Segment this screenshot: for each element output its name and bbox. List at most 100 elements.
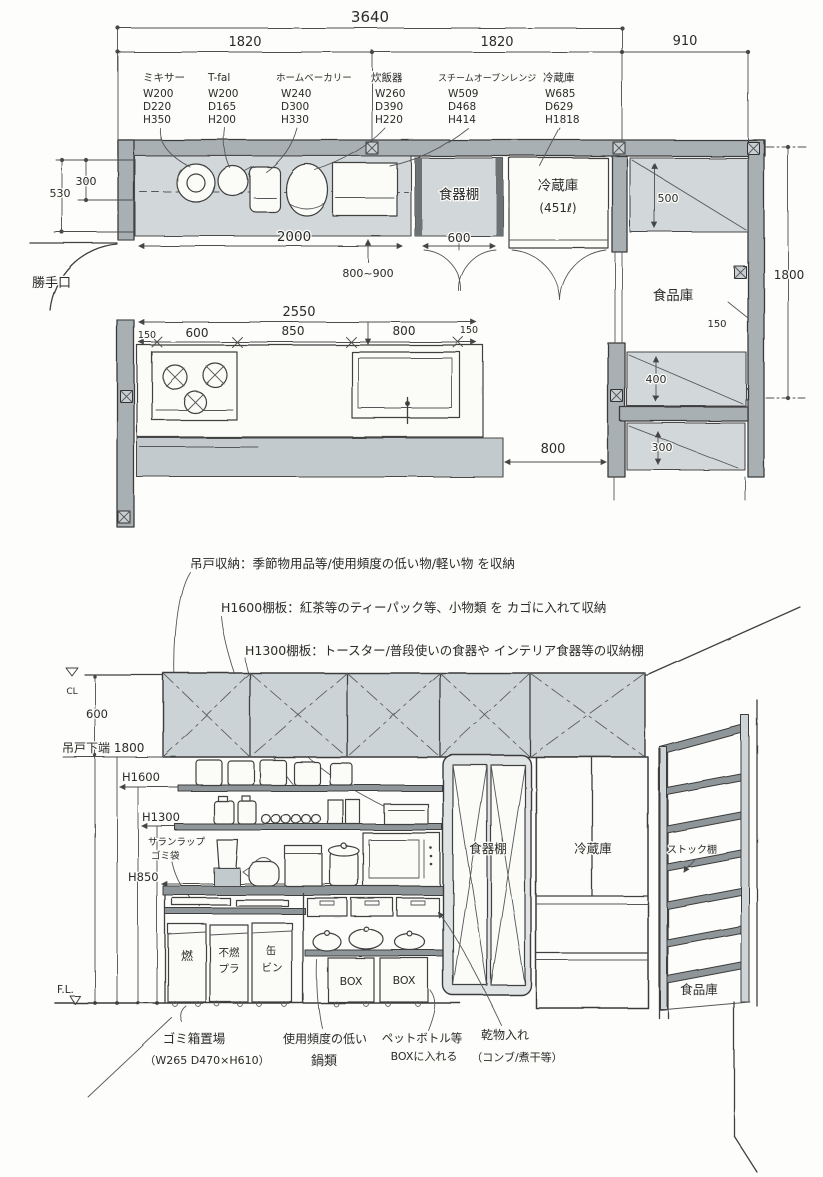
elev-kettle [242, 857, 280, 887]
level-hanging-bottom: 吊戸下端 1800 [62, 741, 144, 755]
appliance-h: H330 [281, 114, 309, 126]
appliance-d: D220 [143, 101, 171, 113]
elev-storage-box [327, 957, 375, 1007]
plan-bread-maker [249, 166, 281, 213]
plan-walls [116, 139, 766, 528]
appliance-d: D629 [545, 101, 573, 113]
level-h850: H850 [128, 870, 159, 884]
back-door-label: 勝手口 [32, 276, 71, 291]
elev-under-counter-left [164, 894, 306, 1007]
elev-trash-bin [251, 922, 293, 1007]
appliance-h: H1818 [545, 114, 580, 126]
appliance-d: D165 [208, 101, 236, 113]
plan-sink [351, 351, 461, 425]
dim-cabinet-width: 600 [448, 231, 471, 245]
note-bottles-2: BOXに入れる [391, 1050, 458, 1063]
dim-wall-top: 300 [76, 175, 97, 188]
elev-h1300-shelf [174, 795, 443, 831]
appliance-w: W260 [375, 88, 405, 100]
elev-storage-box [379, 957, 429, 1007]
elev-bottom-leaders [180, 911, 503, 1031]
note-bottles-1: ペットボトル等 [382, 1031, 463, 1045]
bin-label-cans: 缶 [266, 944, 277, 957]
note-trash-place: ゴミ箱置場 [163, 1031, 226, 1046]
note-h1300: H1300棚板：トースター/普段使いの食器や インテリア食器等の収納棚 [245, 643, 644, 658]
appliance-w: W200 [143, 88, 173, 100]
elev-pantry-label: 食品庫 [680, 982, 718, 997]
appliance-w: W685 [545, 88, 575, 100]
plan-rice-cooker [285, 163, 329, 217]
bin-label-plastic: プラ [219, 963, 240, 975]
dim-island-seg5: 150 [460, 325, 478, 336]
appliance-name: T-fal [207, 72, 230, 84]
plan-pantry-shelves [626, 157, 749, 471]
fridge-label: 冷蔵庫 [538, 178, 579, 194]
elev-bread-box [284, 845, 323, 887]
side-note-bags: ゴミ袋 [151, 850, 180, 862]
dim-island-seg1: 150 [138, 330, 156, 341]
elev-fridge [535, 756, 649, 1009]
appliance-name: スチームオーブンレンジ [438, 72, 536, 84]
appliance-name: 炊飯器 [371, 71, 403, 84]
dim-island-seg3: 850 [282, 324, 305, 338]
pantry-label: 食品庫 [653, 287, 694, 304]
appliance-d: D390 [375, 101, 403, 113]
dim-wall-nook: 150 [707, 319, 726, 330]
level-cl: CL [66, 687, 77, 697]
plan-burner [202, 362, 228, 388]
elev-blender [213, 839, 241, 887]
dim-passage: 800 [541, 442, 566, 457]
dim-span-side: 910 [673, 34, 698, 49]
note-trash-size: （W265 D470×H610） [144, 1054, 269, 1067]
note-dried-1: 乾物入れ [481, 1028, 529, 1042]
plan-back-door [29, 239, 135, 321]
box-label: BOX [393, 974, 416, 987]
appliance-name: ミキサー [143, 72, 185, 84]
dim-shelf-mid: 400 [646, 373, 667, 386]
elev-microwave [362, 832, 441, 887]
dim-total-width: 3640 [351, 8, 389, 26]
plan-burner [183, 390, 207, 414]
elev-stock-shelf-label: ストック棚 [667, 843, 717, 856]
note-h1600: H1600棚板：紅茶等のティーパック等、小物類 を カゴに入れて収納 [221, 600, 606, 615]
side-note-wrap: サランラップ [148, 837, 206, 848]
bin-label-burnable: 燃 [181, 948, 193, 963]
dim-span-right: 1820 [480, 35, 513, 50]
elev-hanging-cabinets [162, 672, 646, 758]
plan-steam-oven [332, 162, 398, 217]
note-hanging: 吊戸収納：季節物用品等/使用頻度の低い物/軽い物 を収納 [190, 556, 515, 571]
elev-dish-cabinet-label: 食器棚 [469, 841, 507, 856]
dim-shelf-top: 500 [658, 192, 679, 205]
box-label: BOX [340, 975, 363, 988]
level-ceiling-offset: 600 [86, 707, 108, 721]
dim-island-length: 2550 [282, 305, 315, 320]
dim-shelf-bottom: 300 [652, 441, 673, 454]
appliance-name: ホームベーカリー [276, 73, 352, 84]
plan-dimensions [53, 25, 809, 466]
sketch-text: 3640 1820 1820 910 ミキサー W200 D220 H350 T… [31, 7, 806, 1071]
dim-counter-depth: 800~900 [342, 267, 393, 280]
fridge-capacity: (451ℓ) [539, 201, 576, 215]
appliance-d: D468 [448, 101, 476, 113]
appliance-w: W200 [208, 88, 238, 100]
dim-span-left: 1820 [228, 35, 261, 50]
elev-pot [328, 842, 360, 887]
level-h1600: H1600 [122, 770, 160, 784]
appliance-h: H220 [375, 114, 403, 126]
dish-cabinet-label: 食器棚 [439, 186, 480, 203]
appliance-name: 冷蔵庫 [543, 71, 575, 84]
elev-fridge-label: 冷蔵庫 [574, 841, 612, 856]
plan-dish-cabinet [414, 157, 504, 292]
appliance-h: H350 [143, 114, 171, 126]
plan-lower-band [136, 437, 504, 478]
appliance-h: H414 [448, 114, 476, 126]
plan-burner [162, 364, 188, 390]
appliance-h: H200 [208, 114, 236, 126]
elev-counter [162, 832, 446, 896]
bin-label-nonburnable: 不燃 [219, 946, 240, 959]
appliance-d: D300 [281, 101, 309, 113]
note-dried-2: （コンブ/煮干等） [471, 1050, 562, 1064]
level-floor: F.L. [57, 984, 74, 996]
